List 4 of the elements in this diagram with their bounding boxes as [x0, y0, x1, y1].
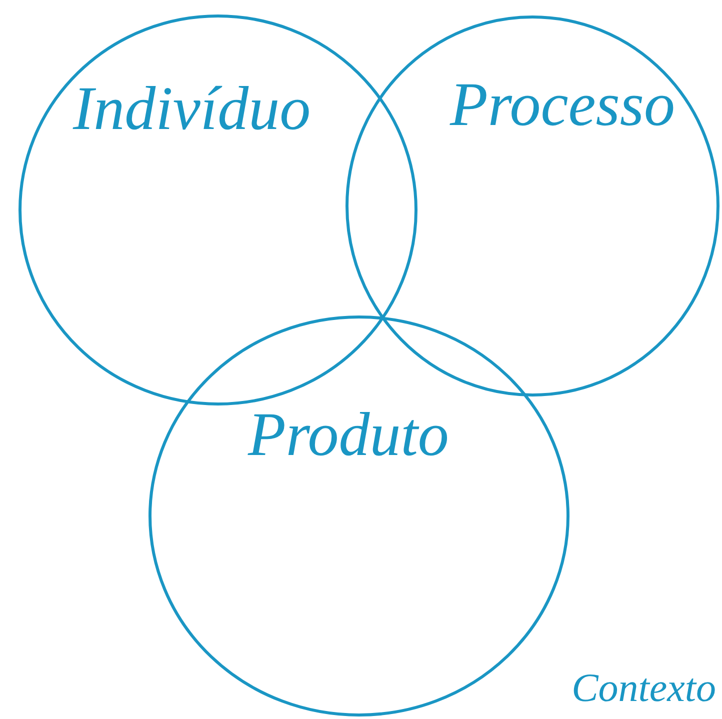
corner-label: Contexto: [572, 664, 716, 711]
circle-label: Produto: [248, 400, 449, 471]
circle-label: Indivíduo: [73, 74, 311, 145]
circle-label: Processo: [450, 70, 675, 141]
